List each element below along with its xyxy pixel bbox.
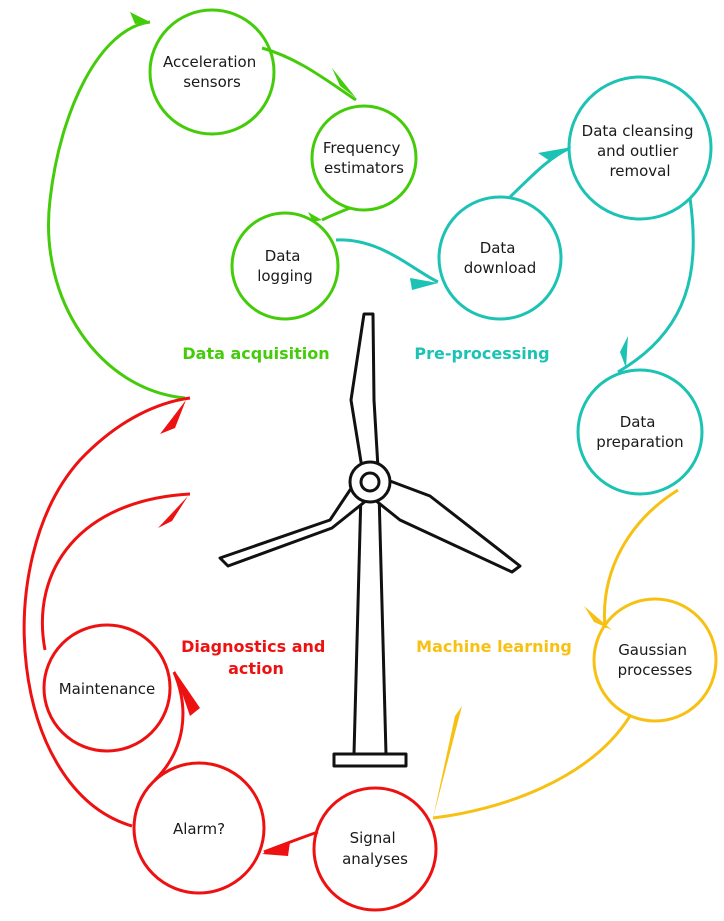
turbine-blade-left: [218, 476, 374, 568]
node-frequency-estimators: [310, 104, 418, 212]
learning-arrowheads: [433, 606, 612, 818]
label-acceleration-sensors-line2: sensors: [183, 73, 241, 91]
node-signal-analyses: [312, 786, 438, 912]
turbine-base: [332, 752, 408, 768]
arrowhead-download: [410, 278, 438, 290]
edge-preparation-to-gaussian: [602, 488, 679, 629]
edge-frequency-to-logging: [321, 206, 351, 222]
label-data-download-line2: download: [464, 259, 537, 277]
label-data-logging-line1: Data: [265, 247, 301, 265]
turbine-hub-inner: [359, 471, 381, 493]
arrowhead-alarm: [262, 842, 290, 856]
label-maintenance-line1: Maintenance: [59, 680, 156, 698]
label-signal-analyses-line2: analyses: [342, 850, 408, 868]
label-signal-analyses: Signal analyses: [342, 829, 408, 868]
arrowhead-cleansing: [538, 147, 572, 161]
edge-maintenance-loop: [40, 492, 191, 651]
diagnostics-arrowheads: [158, 400, 290, 856]
phase-label-diagnostics-line1: Diagnostics and: [181, 637, 325, 656]
phase-label-diagnostics: Diagnostics and action: [181, 637, 331, 678]
arrowhead-loop-upper: [160, 400, 186, 434]
turbine-tower: [352, 490, 388, 756]
node-gaussian-processes: [592, 597, 718, 723]
edge-cleansing-to-preparation: [617, 197, 695, 374]
node-data-download: [437, 195, 563, 321]
preprocessing-arrowheads: [410, 147, 628, 368]
learning-group: [432, 488, 718, 820]
arrowhead-loop-lower: [158, 496, 188, 528]
node-data-preparation: [576, 368, 704, 496]
label-acceleration-sensors: Acceleration sensors: [163, 53, 261, 91]
label-data-logging: Data logging: [257, 247, 313, 285]
label-alarm: Alarm?: [173, 820, 225, 838]
label-data-logging-line2: logging: [257, 267, 313, 285]
edge-download-to-cleansing: [508, 146, 571, 199]
edge-sensors-to-frequency: [261, 46, 357, 102]
arrowhead-preparation: [620, 336, 628, 368]
label-data-preparation-line1: Data: [620, 413, 656, 431]
turbine-blade-top: [349, 312, 380, 470]
phase-label-acquisition: Data acquisition: [182, 344, 329, 363]
edge-alarm-to-maintenance: [153, 671, 185, 782]
label-data-download-line1: Data: [480, 239, 516, 257]
node-maintenance: [42, 623, 172, 753]
label-alarm-line1: Alarm?: [173, 820, 225, 838]
node-acceleration-sensors: [148, 8, 276, 136]
edge-logging-to-download: [335, 238, 439, 284]
label-signal-analyses-line1: Signal: [350, 829, 396, 847]
edge-alarm-loop: [22, 396, 191, 828]
label-data-cleansing-line1: Data cleansing: [582, 122, 694, 140]
label-data-preparation: Data preparation: [596, 413, 683, 451]
label-gaussian-processes: Gaussian processes: [618, 641, 693, 679]
phase-label-learning: Machine learning: [416, 637, 572, 656]
label-gaussian-processes-line2: processes: [618, 661, 693, 679]
arrowhead-sensors: [130, 12, 150, 24]
edge-signal-to-alarm: [263, 830, 319, 854]
label-data-download: Data download: [464, 239, 537, 277]
arrowhead-maintenance: [174, 670, 200, 716]
label-frequency-estimators-line1: Frequency: [323, 139, 401, 157]
edge-loop-to-sensors: [47, 20, 186, 400]
turbine-blade-right: [368, 476, 522, 574]
label-frequency-estimators: Frequency estimators: [323, 139, 405, 177]
arrowhead-frequency: [332, 68, 356, 98]
phase-label-preprocessing: Pre-processing: [414, 344, 549, 363]
node-alarm: [132, 761, 266, 895]
acquisition-arrowheads: [130, 12, 356, 222]
label-data-cleansing-line3: removal: [609, 162, 670, 180]
phase-label-diagnostics-line2: action: [228, 659, 284, 678]
label-data-cleansing: Data cleansing and outlier removal: [582, 122, 699, 180]
edge-gaussian-to-signal: [432, 715, 632, 820]
wind-turbine-icon: [218, 312, 522, 768]
node-data-logging: [230, 211, 340, 321]
label-frequency-estimators-line2: estimators: [324, 159, 404, 177]
label-gaussian-processes-line1: Gaussian: [618, 641, 687, 659]
arrowhead-logging: [308, 212, 322, 222]
acquisition-group: [47, 8, 418, 400]
diagnostics-group: [22, 396, 438, 912]
arrowhead-gaussian: [584, 606, 612, 630]
label-maintenance: Maintenance: [59, 680, 156, 698]
arrowhead-signal: [433, 706, 462, 818]
label-acceleration-sensors-line1: Acceleration: [163, 53, 256, 71]
label-data-cleansing-line2: and outlier: [597, 142, 679, 160]
label-data-preparation-line2: preparation: [596, 433, 683, 451]
